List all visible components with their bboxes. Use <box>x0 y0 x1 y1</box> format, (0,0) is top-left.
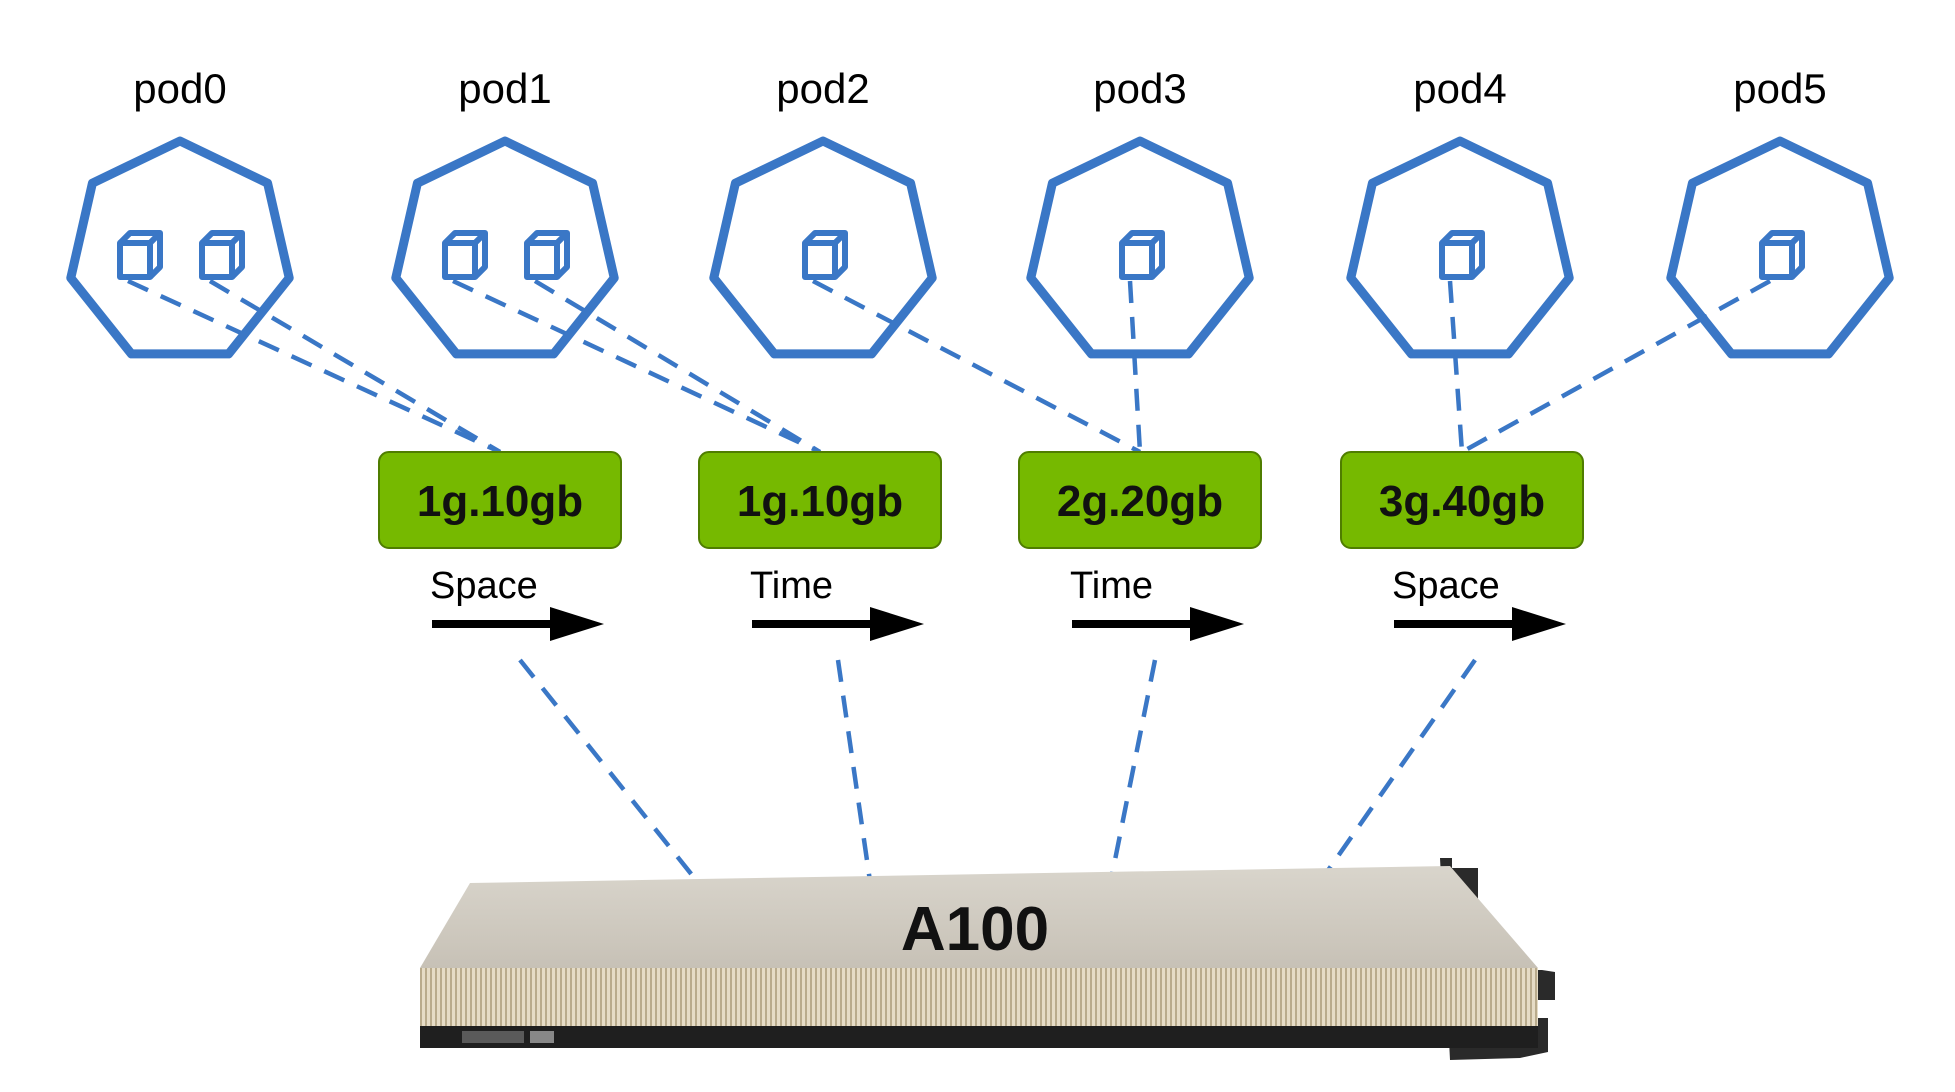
link-line <box>452 278 821 455</box>
pod-label: pod5 <box>1733 65 1826 112</box>
container-cube-icon <box>802 230 848 280</box>
pod: pod4 <box>1346 65 1574 359</box>
pod-heptagon-icon <box>391 136 619 359</box>
link-line <box>1127 280 1143 453</box>
pod-heptagon-icon <box>709 136 937 359</box>
pod-label: pod1 <box>458 65 551 112</box>
link-line <box>533 279 822 454</box>
gpu-link-line <box>1105 659 1158 896</box>
link-line <box>811 279 1142 454</box>
container-cube-icon <box>1759 230 1805 280</box>
gpu-base-strip <box>420 1026 1538 1048</box>
pod: pod5 <box>1666 65 1894 359</box>
container-cube-icon <box>1439 230 1485 280</box>
nvidia-eye-icon <box>530 1031 554 1043</box>
a100-gpu-card: A100 <box>420 858 1555 1060</box>
gpu-label: A100 <box>901 895 1049 964</box>
pod: pod0 <box>66 65 294 359</box>
arrow-right-icon <box>432 607 604 641</box>
pod-label: pod2 <box>776 65 869 112</box>
sharing-mode-label: Space <box>1392 565 1500 607</box>
slice-box <box>1340 451 1584 549</box>
pod-heptagon-icon <box>1026 136 1254 359</box>
pod-to-slice-links <box>127 278 1772 455</box>
pod-label: pod0 <box>133 65 226 112</box>
container-cube-icon <box>442 230 488 280</box>
slice-box <box>378 451 622 549</box>
pod: pod2 <box>709 65 937 359</box>
slice-box <box>1018 451 1262 549</box>
gpu-link-line <box>518 658 730 922</box>
slice-label: 1g.10gb <box>417 477 583 526</box>
arrow-right-icon <box>752 607 924 641</box>
container-cube-icon <box>117 230 163 280</box>
heatsink-fins <box>420 968 1538 1026</box>
slice-box <box>698 451 942 549</box>
sharing-mode-label: Space <box>430 565 538 607</box>
link-line <box>1460 279 1772 454</box>
slice-label: 3g.40gb <box>1379 477 1545 526</box>
nvidia-logo-icon <box>462 1031 524 1043</box>
pod-label: pod3 <box>1093 65 1186 112</box>
link-line <box>127 278 501 455</box>
pod: pod3 <box>1026 65 1254 359</box>
container-cube-icon <box>1119 230 1165 280</box>
pod-label: pod4 <box>1413 65 1506 112</box>
pod-heptagon-icon <box>1666 136 1894 359</box>
arrow-right-icon <box>1072 607 1244 641</box>
gpu-link-line <box>835 659 875 896</box>
sharing-mode-label: Time <box>750 565 833 607</box>
slice-label: 2g.20gb <box>1057 477 1223 526</box>
pod-heptagon-icon <box>66 136 294 359</box>
link-line <box>1447 280 1465 453</box>
mig-slices: 1g.10gbSpace1g.10gbTime2g.20gbTime3g.40g… <box>378 451 1584 641</box>
link-line <box>208 279 502 454</box>
pods: pod0 pod1 pod2 pod3 pod4 pod5 <box>66 65 1894 359</box>
sharing-mode-label: Time <box>1070 565 1153 607</box>
container-cube-icon <box>524 230 570 280</box>
pod: pod1 <box>391 65 619 359</box>
arrow-right-icon <box>1394 607 1566 641</box>
container-cube-icon <box>199 230 245 280</box>
pod-heptagon-icon <box>1346 136 1574 359</box>
slice-label: 1g.10gb <box>737 477 903 526</box>
gpu-top-face <box>420 866 1538 968</box>
